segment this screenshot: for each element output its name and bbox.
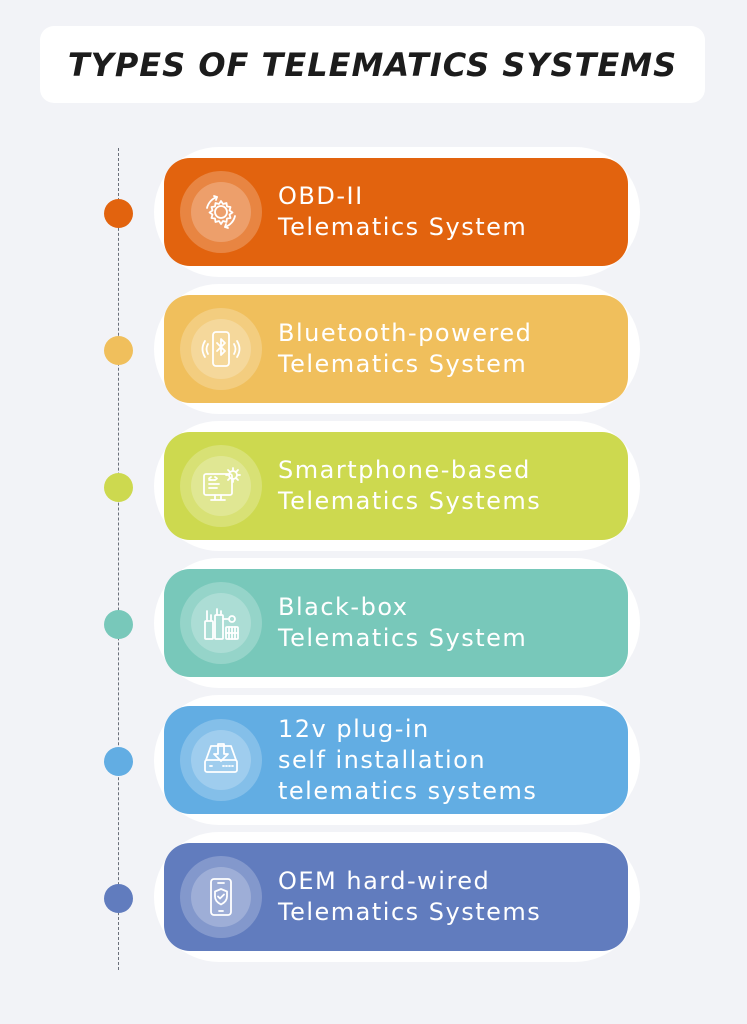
monitor-gear-icon xyxy=(203,467,241,501)
icon-badge-smartphone xyxy=(180,445,262,527)
page-title: TYPES OF TELEMATICS SYSTEMS xyxy=(67,45,678,84)
card-wrap-blackbox: Black-box Telematics System xyxy=(154,558,640,688)
card-smartphone: Smartphone-based Telematics Systems xyxy=(164,432,628,540)
card-wrap-plugin: 12v plug-in self installation telematics… xyxy=(154,695,640,825)
card-label-bluetooth: Bluetooth-powered Telematics System xyxy=(278,319,533,378)
timeline-dot-bluetooth xyxy=(104,336,133,365)
gear-cycle-icon xyxy=(206,195,236,229)
phone-shield-icon xyxy=(210,878,232,916)
timeline-dot-blackbox xyxy=(104,610,133,639)
card-obd: OBD-II Telematics System xyxy=(164,158,628,266)
card-wrap-smartphone: Smartphone-based Telematics Systems xyxy=(154,421,640,551)
card-label-oem: OEM hard-wired Telematics Systems xyxy=(278,867,542,926)
icon-badge-obd xyxy=(180,171,262,253)
card-blackbox: Black-box Telematics System xyxy=(164,569,628,677)
card-label-blackbox: Black-box Telematics System xyxy=(278,593,528,652)
card-plugin: 12v plug-in self installation telematics… xyxy=(164,706,628,814)
icon-badge-plugin xyxy=(180,719,262,801)
timeline-dot-plugin xyxy=(104,747,133,776)
timeline-dot-oem xyxy=(104,884,133,913)
bluetooth-phone-icon xyxy=(201,331,241,367)
timeline-dot-obd xyxy=(104,199,133,228)
card-label-smartphone: Smartphone-based Telematics Systems xyxy=(278,456,542,515)
timeline-line xyxy=(118,148,119,970)
title-box: TYPES OF TELEMATICS SYSTEMS xyxy=(40,26,705,103)
icon-badge-oem xyxy=(180,856,262,938)
card-wrap-oem: OEM hard-wired Telematics Systems xyxy=(154,832,640,962)
plug-in-device-icon xyxy=(204,743,238,773)
card-wrap-bluetooth: Bluetooth-powered Telematics System xyxy=(154,284,640,414)
card-label-obd: OBD-II Telematics System xyxy=(278,182,528,241)
card-bluetooth: Bluetooth-powered Telematics System xyxy=(164,295,628,403)
timeline-dot-smartphone xyxy=(104,473,133,502)
black-box-device-icon xyxy=(204,608,239,640)
icon-badge-bluetooth xyxy=(180,308,262,390)
card-wrap-obd: OBD-II Telematics System xyxy=(154,147,640,277)
card-label-plugin: 12v plug-in self installation telematics… xyxy=(278,714,538,805)
icon-badge-blackbox xyxy=(180,582,262,664)
card-oem: OEM hard-wired Telematics Systems xyxy=(164,843,628,951)
